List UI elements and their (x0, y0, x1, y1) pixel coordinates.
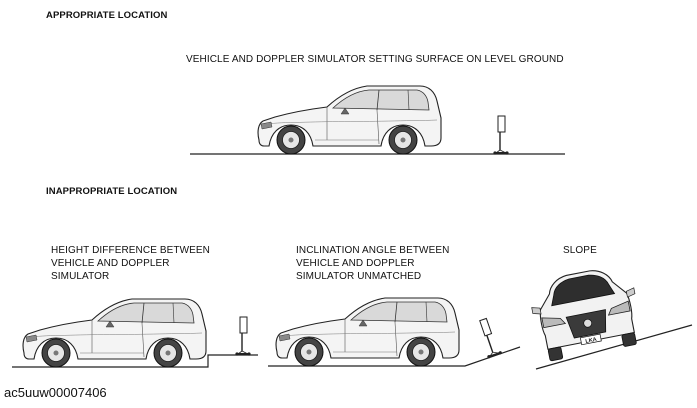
caption-inclination-angle: INCLINATION ANGLE BETWEEN VEHICLE AND DO… (296, 245, 450, 282)
vehicle-height-difference (22, 298, 207, 368)
doppler-simulator-height-difference (234, 316, 252, 357)
heading-appropriate-location: APPROPRIATE LOCATION (46, 10, 168, 21)
stepped-ground-line (12, 354, 258, 368)
image-code: ac5uuw00007406 (4, 385, 107, 400)
license-plate-text: LKA (585, 337, 597, 345)
vehicle-front-view-slope: LKA (531, 270, 637, 362)
doppler-simulator-level-ground (492, 115, 510, 156)
heading-inappropriate-location: INAPPROPRIATE LOCATION (46, 186, 178, 197)
vehicle-level-ground (257, 85, 442, 155)
license-plate (579, 333, 602, 346)
caption-level-ground: VEHICLE AND DOPPLER SIMULATOR SETTING SU… (186, 54, 564, 65)
slope-ground-line (535, 324, 693, 370)
vehicle-inclination-angle (275, 297, 460, 367)
caption-height-difference: HEIGHT DIFFERENCE BETWEEN VEHICLE AND DO… (51, 245, 210, 282)
caption-slope: SLOPE (563, 245, 597, 256)
doppler-simulator-inclined (474, 316, 504, 360)
